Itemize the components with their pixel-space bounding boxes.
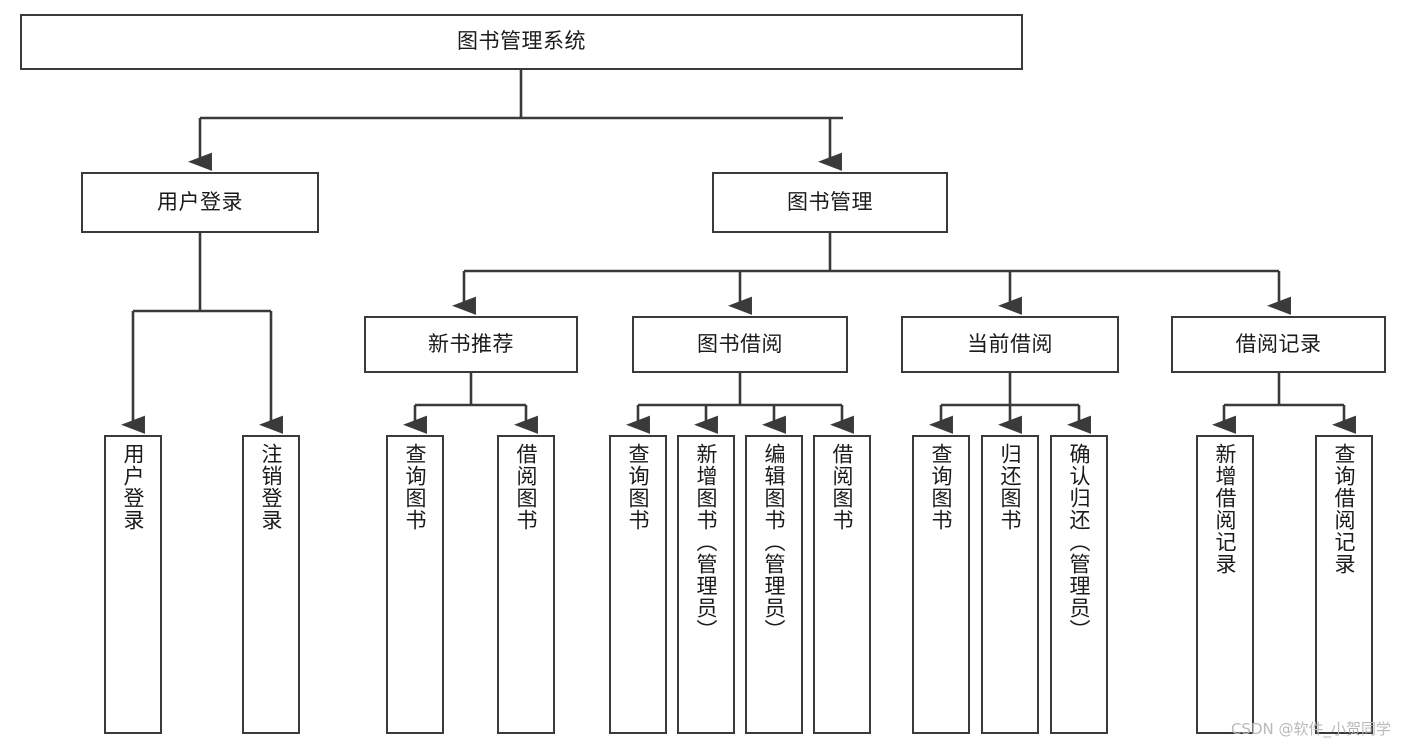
- node-leaf-query-book-1-label: 查询图书: [403, 443, 428, 531]
- node-leaf-query-book-2[interactable]: 查询图书: [609, 435, 667, 734]
- node-leaf-query-record[interactable]: 查询借阅记录: [1315, 435, 1373, 734]
- node-leaf-add-record-label: 新增借阅记录: [1213, 443, 1238, 575]
- node-leaf-query-book-3-label: 查询图书: [929, 443, 954, 531]
- node-leaf-add-book-label: 新增图书（管理员）: [694, 443, 719, 641]
- node-book-borrow-label: 图书借阅: [697, 331, 783, 356]
- node-borrow-record-label: 借阅记录: [1235, 331, 1322, 356]
- node-new-book-rec-label: 新书推荐: [428, 331, 514, 356]
- node-leaf-confirm-return[interactable]: 确认归还（管理员）: [1050, 435, 1108, 734]
- node-borrow-record[interactable]: 借阅记录: [1171, 316, 1386, 373]
- node-user-login[interactable]: 用户登录: [81, 172, 319, 233]
- node-book-manage[interactable]: 图书管理: [712, 172, 948, 233]
- node-leaf-query-book-2-label: 查询图书: [626, 443, 651, 531]
- node-leaf-query-book-1[interactable]: 查询图书: [386, 435, 444, 734]
- node-root[interactable]: 图书管理系统: [20, 14, 1023, 70]
- node-book-borrow[interactable]: 图书借阅: [632, 316, 848, 373]
- node-leaf-logout[interactable]: 注销登录: [242, 435, 300, 734]
- node-leaf-borrow-book-2[interactable]: 借阅图书: [813, 435, 871, 734]
- node-leaf-user-login[interactable]: 用户登录: [104, 435, 162, 734]
- node-leaf-query-record-label: 查询借阅记录: [1332, 443, 1357, 575]
- node-new-book-rec[interactable]: 新书推荐: [364, 316, 578, 373]
- node-leaf-add-book[interactable]: 新增图书（管理员）: [677, 435, 735, 734]
- node-leaf-return-book[interactable]: 归还图书: [981, 435, 1039, 734]
- node-current-borrow-label: 当前借阅: [967, 331, 1053, 356]
- node-leaf-edit-book-label: 编辑图书（管理员）: [762, 443, 787, 641]
- node-leaf-add-record[interactable]: 新增借阅记录: [1196, 435, 1254, 734]
- node-leaf-borrow-book-2-label: 借阅图书: [830, 443, 855, 531]
- node-leaf-logout-label: 注销登录: [259, 443, 284, 531]
- node-leaf-borrow-book-1-label: 借阅图书: [514, 443, 539, 531]
- node-leaf-query-book-3[interactable]: 查询图书: [912, 435, 970, 734]
- node-user-login-label: 用户登录: [157, 189, 243, 214]
- node-leaf-borrow-book-1[interactable]: 借阅图书: [497, 435, 555, 734]
- node-leaf-return-book-label: 归还图书: [998, 443, 1023, 531]
- node-root-label: 图书管理系统: [457, 29, 586, 54]
- node-book-manage-label: 图书管理: [787, 189, 873, 214]
- node-leaf-edit-book[interactable]: 编辑图书（管理员）: [745, 435, 803, 734]
- node-leaf-user-login-label: 用户登录: [121, 443, 146, 531]
- node-current-borrow[interactable]: 当前借阅: [901, 316, 1119, 373]
- node-leaf-confirm-return-label: 确认归还（管理员）: [1067, 443, 1092, 641]
